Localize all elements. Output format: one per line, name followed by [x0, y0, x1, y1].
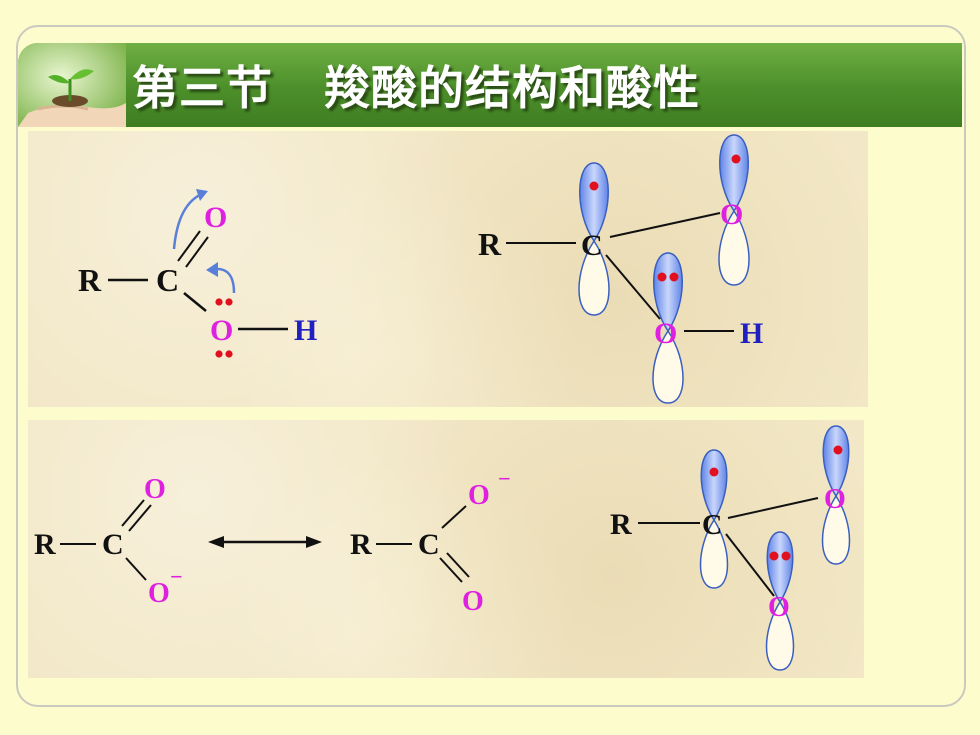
atom-h: H	[294, 314, 317, 347]
orbital-atom-c: C	[581, 229, 603, 262]
carboxylate-resonance-panel: R C O O − R C O − O	[28, 420, 864, 678]
resonance-arrow	[208, 536, 322, 548]
orbital2-atom-o-right: O	[824, 484, 846, 515]
carboxylate-resonance-diagram: R C O O − R C O − O	[34, 425, 851, 671]
res2-atom-r: R	[350, 528, 372, 561]
atom-o-carbonyl: O	[204, 201, 227, 234]
orbital-atom-o-carbonyl: O	[720, 198, 743, 231]
page-title: 第三节 羧酸的结构和酸性	[132, 61, 701, 115]
orbital-atom-r: R	[478, 226, 502, 262]
res2-atom-o-top: O	[468, 480, 490, 511]
orbital-atom-o-hydroxyl: O	[654, 317, 677, 350]
title-bar	[18, 43, 962, 127]
res1-atom-r: R	[34, 528, 56, 561]
carboxyl-p-orbital-diagram: R C O O H	[478, 134, 763, 404]
carboxyl-structure-diagram: R C O O H R	[78, 134, 763, 404]
resonance-form-1: R C O O −	[34, 474, 183, 609]
res1-charge: −	[170, 564, 183, 589]
atom-o-hydroxyl: O	[210, 314, 233, 347]
atom-c: C	[156, 262, 179, 298]
res2-atom-o-bottom: O	[462, 586, 484, 617]
orbital2-atom-c: C	[702, 510, 722, 541]
orbital-atom-h: H	[740, 317, 763, 350]
orbital2-atom-r: R	[610, 508, 632, 541]
carboxylate-p-orbital-diagram: R C O O	[610, 425, 851, 671]
res2-charge: −	[498, 466, 511, 491]
atom-r: R	[78, 262, 102, 298]
res1-atom-c: C	[102, 528, 124, 561]
res2-atom-c: C	[418, 528, 440, 561]
carboxyl-structure-panel: R C O O H R	[28, 131, 868, 407]
title-image-seedling	[18, 43, 126, 127]
carboxyl-lewis-structure: R C O O H	[78, 189, 317, 358]
resonance-form-2: R C O − O	[350, 466, 511, 617]
res1-atom-o-top: O	[144, 474, 166, 505]
orbital2-atom-o-bottom: O	[768, 592, 790, 623]
res1-atom-o-bottom: O	[148, 578, 170, 609]
